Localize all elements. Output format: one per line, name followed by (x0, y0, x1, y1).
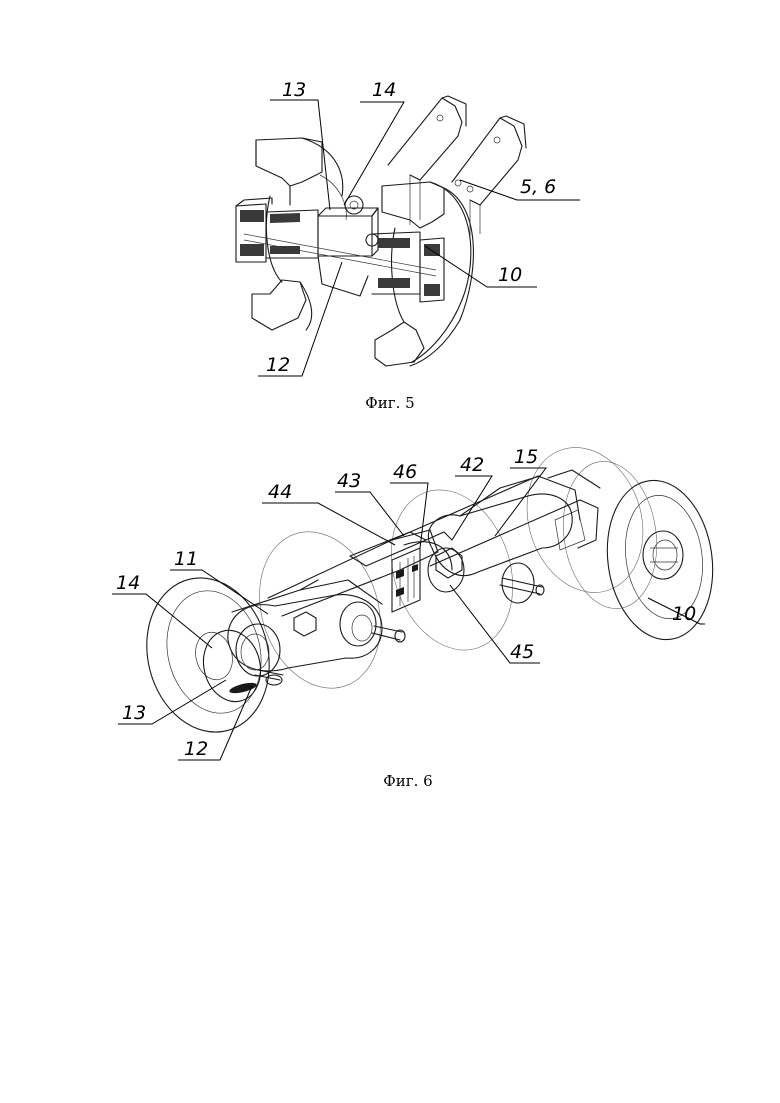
fig5-label-12: 12 (266, 354, 290, 376)
figure-6: 44 43 46 42 15 11 14 10 45 13 12 Фиг. 6 (112, 432, 723, 790)
fig5-label-5-6: 5, 6 (520, 176, 556, 198)
fig6-label-10: 10 (672, 603, 696, 625)
fig6-label-14: 14 (116, 572, 140, 594)
fig6-label-43: 43 (337, 470, 361, 492)
fig6-label-46: 46 (393, 461, 417, 483)
fig6-drawing (131, 432, 723, 745)
fig5-leaders (258, 100, 580, 376)
fig6-label-44: 44 (268, 481, 292, 503)
fig6-leaders (112, 468, 705, 760)
fig6-label-12: 12 (184, 738, 208, 760)
fig5-label-13: 13 (282, 79, 306, 101)
fig6-label-13: 13 (122, 702, 146, 724)
fig5-label-14: 14 (372, 79, 396, 101)
fig5-drawing (236, 96, 526, 366)
figure-5: 13 14 5, 6 10 12 Фиг. 5 (236, 79, 580, 412)
fig5-caption: Фиг. 5 (365, 394, 414, 412)
fig6-label-15: 15 (514, 446, 538, 468)
fig6-label-11: 11 (174, 548, 198, 570)
fig6-caption: Фиг. 6 (383, 772, 432, 790)
fig6-label-45: 45 (510, 641, 534, 663)
fig6-label-42: 42 (460, 454, 484, 476)
fig5-label-10: 10 (498, 264, 522, 286)
